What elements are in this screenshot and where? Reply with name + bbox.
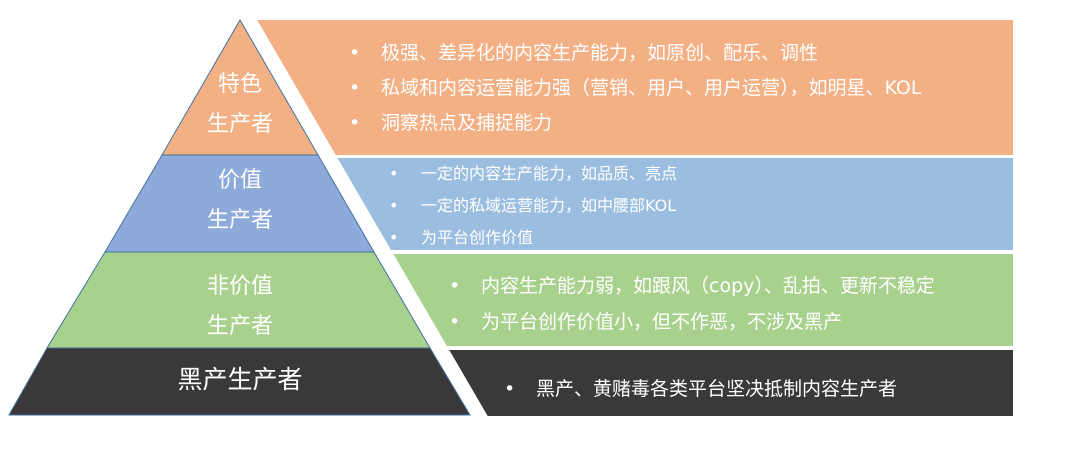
diagonal-separator [240, 18, 490, 420]
bullet-icon: • [389, 164, 399, 183]
panel-tier4: •黑产、黄赌毒各类平台坚决抵制内容生产者 [500, 371, 897, 407]
panel-tier2: •一定的内容生产能力，如品质、亮点 •一定的私域运营能力，如中腰部KOL •为平… [385, 158, 677, 254]
list-item: •一定的私域运营能力，如中腰部KOL [385, 190, 677, 222]
panel-tier2-bg [335, 158, 1013, 250]
tier2-label: 价值 生产者 [180, 161, 300, 241]
list-item: •内容生产能力弱，如跟风（copy）、乱拍、更新不稳定 [445, 268, 935, 304]
pyramid-tier4 [8, 347, 471, 416]
list-item: •为平台创作价值 [385, 222, 677, 254]
tier2-label-line2: 生产者 [206, 208, 273, 233]
list-item: •极强、差异化的内容生产能力，如原创、配乐、调性 [345, 36, 921, 71]
tier3-label-line1: 非价值 [206, 274, 273, 299]
list-item: •私域和内容运营能力强（营销、用户、用户运营），如明星、KOL [345, 71, 921, 106]
tier4-label: 黑产生产者 [140, 360, 340, 400]
bullet-icon: • [449, 275, 461, 297]
bullet-icon: • [389, 228, 399, 247]
tier1-label: 特色 生产者 [180, 65, 300, 145]
bullet-icon: • [389, 196, 399, 215]
tier1-label-line1: 特色 [217, 72, 262, 97]
panel-tier1: •极强、差异化的内容生产能力，如原创、配乐、调性 •私域和内容运营能力强（营销、… [345, 36, 921, 141]
panel-tier3-bg [390, 254, 1013, 346]
panel-tier3: •内容生产能力弱，如跟风（copy）、乱拍、更新不稳定 •为平台创作价值小，但不… [445, 268, 935, 340]
list-item: •为平台创作价值小，但不作恶，不涉及黑产 [445, 304, 935, 340]
bullet-icon: • [349, 112, 361, 134]
bullet-icon: • [349, 77, 361, 99]
panel-tier4-bg [445, 350, 1013, 416]
list-item: •一定的内容生产能力，如品质、亮点 [385, 158, 677, 190]
bullet-icon: • [449, 311, 461, 333]
bullet-icon: • [504, 378, 516, 400]
panel-tier1-bg [255, 20, 1013, 155]
bullet-icon: • [349, 42, 361, 64]
tier3-label: 非价值 生产者 [170, 267, 310, 347]
tier4-label-line1: 黑产生产者 [177, 365, 303, 394]
list-item: •黑产、黄赌毒各类平台坚决抵制内容生产者 [500, 371, 897, 407]
tier2-label-line1: 价值 [217, 168, 262, 193]
tier1-label-line2: 生产者 [206, 112, 273, 137]
list-item: •洞察热点及捕捉能力 [345, 106, 921, 141]
tier3-label-line2: 生产者 [206, 314, 273, 339]
